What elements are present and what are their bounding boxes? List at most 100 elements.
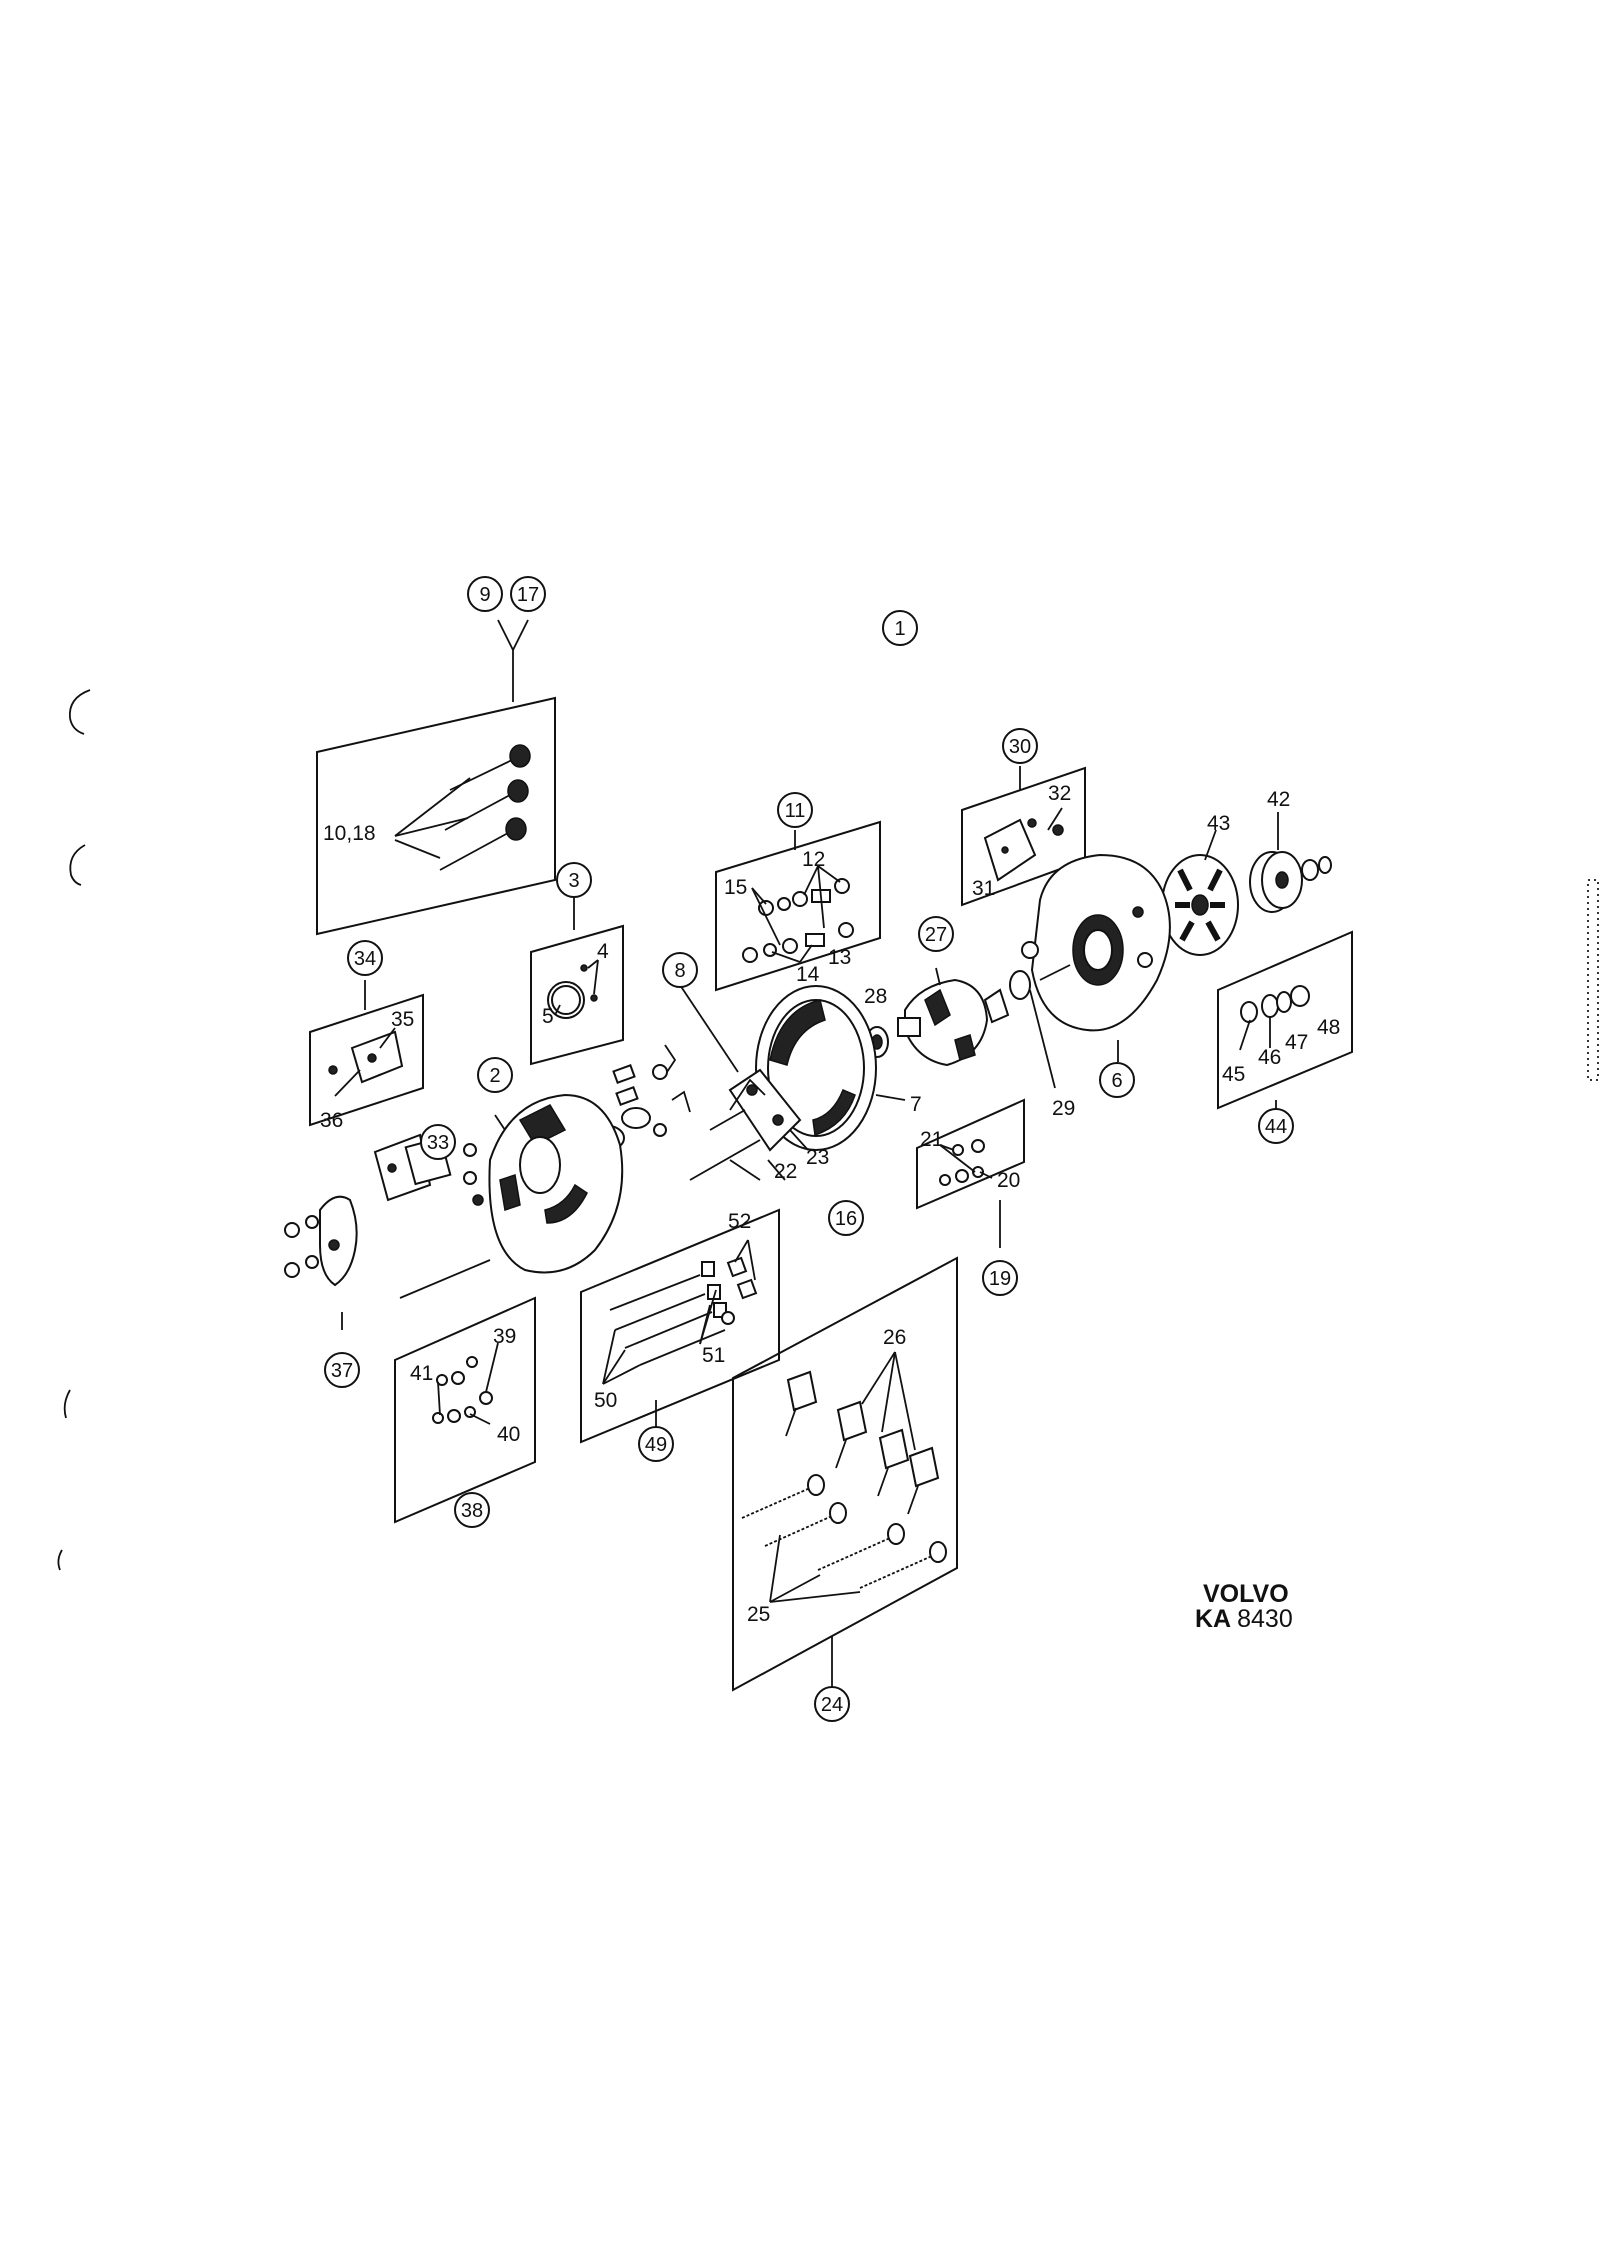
group-box-3 [530,896,624,1066]
callout-number: 30 [1009,736,1031,758]
part-number-label: 48 [1317,1016,1340,1039]
long-bolts [602,1239,758,1385]
part-number-label: 32 [1048,782,1071,805]
callout-circle [918,916,954,952]
binder-hole-marks [57,689,1599,1571]
part-number-label: 45 [1222,1063,1245,1086]
part-number-label: 50 [594,1389,617,1412]
slip-ring-housing [488,1093,624,1274]
callout-11: 11 [777,792,813,828]
part-number-label: 43 [1207,812,1230,835]
callout-19: 19 [982,1260,1018,1296]
callout-circle [454,1492,490,1528]
callout-44: 44 [1258,1108,1294,1144]
part-number-label: 23 [806,1146,829,1169]
callout-9: 9 [467,576,503,612]
drawing-code-number: 8430 [1237,1605,1293,1633]
callout-49: 49 [638,1426,674,1462]
callout-circle [662,952,698,988]
part-number-label: 20 [997,1169,1020,1192]
regulator-assembly [284,1129,491,1330]
group-box-10-18 [316,619,556,936]
callout-number: 9 [479,584,490,606]
callout-24: 24 [814,1686,850,1722]
callout-circle [420,1124,456,1160]
part-number-label: 47 [1285,1031,1308,1054]
callout-37: 37 [324,1352,360,1388]
callout-number: 1 [894,618,905,640]
part-number-label: 14 [796,963,820,986]
terminal-clips [785,1351,940,1515]
callout-circle [828,1200,864,1236]
part-number-label: 12 [802,848,825,871]
group-box-30 [961,766,1086,907]
part-number-label: 26 [883,1326,906,1349]
callout-33: 33 [420,1124,456,1160]
group-box-34 [309,980,424,1127]
callout-circle [777,792,813,828]
callout-circle [982,1260,1018,1296]
callout-number: 38 [461,1500,483,1522]
callout-number: 24 [821,1694,843,1716]
callout-circle [1258,1108,1294,1144]
callout-circle [556,862,592,898]
part-number-label: 35 [391,1008,414,1031]
callout-number: 16 [835,1208,857,1230]
callout-27: 27 [918,916,954,952]
part-number-label: 31 [972,877,995,900]
callout-number: 34 [354,948,376,970]
pulley-fan-assembly [1161,812,1332,956]
callout-circle [1099,1062,1135,1098]
callout-number: 2 [489,1065,500,1087]
callout-number: 11 [785,800,806,822]
callout-1: 1 [882,610,918,646]
screws [741,1474,947,1603]
callout-17: 17 [510,576,546,612]
callout-8: 8 [662,952,698,988]
group-box-49 [580,1208,780,1444]
group-box-44 [1217,930,1353,1112]
callout-16: 16 [828,1200,864,1236]
callout-number: 44 [1265,1116,1287,1138]
part-number-label: 52 [728,1210,751,1233]
callout-circle [477,1057,513,1093]
rotor-assembly [865,964,1071,1089]
callout-number: 17 [517,584,539,606]
callout-number: 33 [427,1132,449,1154]
callout-number: 27 [925,924,947,946]
washer-set [742,865,854,963]
part-number-label: 41 [410,1362,433,1385]
part-number-label: 39 [493,1325,516,1348]
callout-3: 3 [556,862,592,898]
callout-30: 30 [1002,728,1038,764]
part-number-label: 25 [747,1603,770,1626]
callout-number: 6 [1111,1070,1122,1092]
drive-end-housing [1021,853,1171,1062]
callout-circle [510,576,546,612]
group-box-11 [715,820,881,992]
part-number-label: 42 [1267,788,1290,811]
callout-number: 49 [645,1434,667,1456]
drawing-code-prefix: KA [1195,1605,1231,1633]
callout-circle [1002,728,1038,764]
part-number-label: 13 [828,946,851,969]
callout-circle [882,610,918,646]
callout-number: 19 [989,1268,1011,1290]
stator-assembly [679,984,906,1181]
callout-circle [347,940,383,976]
part-number-label: 4 [597,940,609,963]
part-number-label: 36 [320,1109,343,1132]
part-number-label: 40 [497,1423,520,1446]
callout-circle [324,1352,360,1388]
part-number-label: 7 [910,1093,922,1116]
group-box-24 [732,1256,958,1692]
callout-number: 3 [568,870,579,892]
part-number-label: 46 [1258,1046,1281,1069]
part-number-label: 51 [702,1344,725,1367]
callout-38: 38 [454,1492,490,1528]
